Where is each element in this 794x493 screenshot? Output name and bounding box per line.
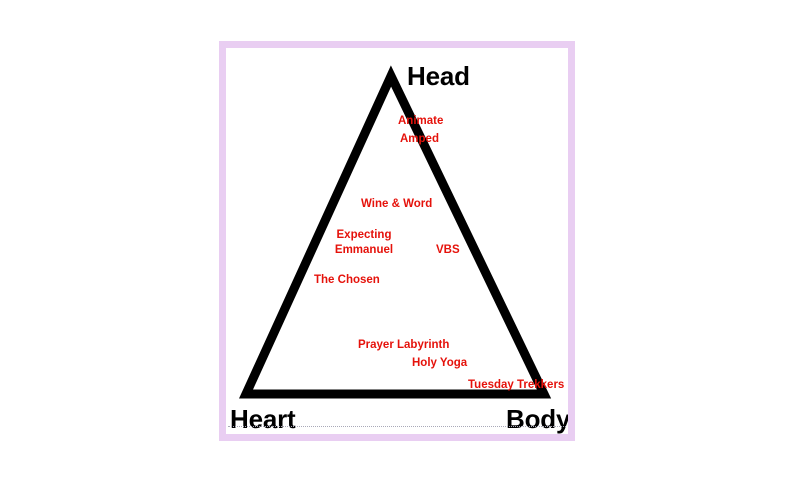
slide-canvas: Head Heart Body Animate Amped Wine & Wor… <box>226 48 568 434</box>
program-label-the-chosen: The Chosen <box>314 274 380 286</box>
vertex-label-body: Body <box>506 404 568 434</box>
program-label-animate: Animate <box>398 115 444 127</box>
program-label-expecting-emmanuel: Expecting Emmanuel <box>334 229 394 256</box>
program-label-amped: Amped <box>400 133 439 145</box>
vertex-label-head: Head <box>407 61 470 91</box>
program-label-vbs: VBS <box>436 244 460 256</box>
slide-frame: Head Heart Body Animate Amped Wine & Wor… <box>219 41 575 441</box>
triangle-shape <box>239 65 552 399</box>
program-label-holy-yoga: Holy Yoga <box>412 357 468 369</box>
placeholder-guide-line <box>228 426 566 427</box>
program-label-wine-and-word: Wine & Word <box>361 198 433 210</box>
program-label-tuesday-trekkers: Tuesday Trekkers <box>468 379 565 391</box>
vertex-label-heart: Heart <box>230 404 296 434</box>
program-label-prayer-labyrinth: Prayer Labyrinth <box>358 339 450 351</box>
